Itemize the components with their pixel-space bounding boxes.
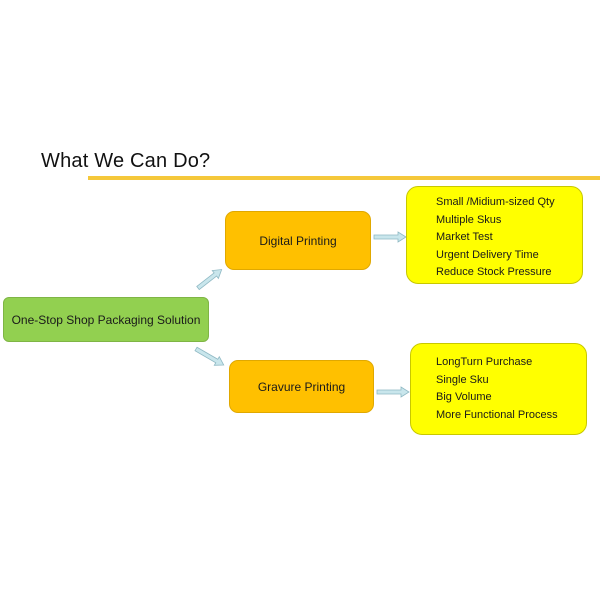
details-box-digital-printing: Small /Midium-sized Qty Multiple Skus Ma… <box>406 186 583 284</box>
detail-item: Small /Midium-sized Qty <box>436 196 555 208</box>
branch-node-digital-printing: Digital Printing <box>225 211 371 270</box>
branch-node-gravure-printing: Gravure Printing <box>229 360 374 413</box>
branch-label-gravure-printing: Gravure Printing <box>257 379 346 394</box>
root-node: One-Stop Shop Packaging Solution <box>3 297 209 342</box>
detail-item: Single Sku <box>436 373 489 386</box>
root-node-label: One-Stop Shop Packaging Solution <box>11 312 201 327</box>
detail-item: Urgent Delivery Time <box>436 248 539 261</box>
arrow-root-to-digital <box>196 269 223 291</box>
detail-item: Market Test <box>436 231 493 243</box>
detail-item: More Functional Process <box>436 408 558 421</box>
title-underline <box>88 176 600 180</box>
branch-label-digital-printing: Digital Printing <box>259 233 337 248</box>
arrow-digital-to-details <box>373 231 407 243</box>
arrow-root-to-gravure <box>194 346 225 366</box>
detail-item: Reduce Stock Pressure <box>436 266 552 278</box>
page-title: What We Can Do? <box>41 150 211 172</box>
detail-item: Multiple Skus <box>436 213 502 226</box>
detail-item: LongTurn Purchase <box>436 356 533 368</box>
arrow-gravure-to-details <box>376 386 410 398</box>
detail-item: Big Volume <box>436 391 492 403</box>
details-box-gravure-printing: LongTurn Purchase Single Sku Big Volume … <box>410 343 587 435</box>
